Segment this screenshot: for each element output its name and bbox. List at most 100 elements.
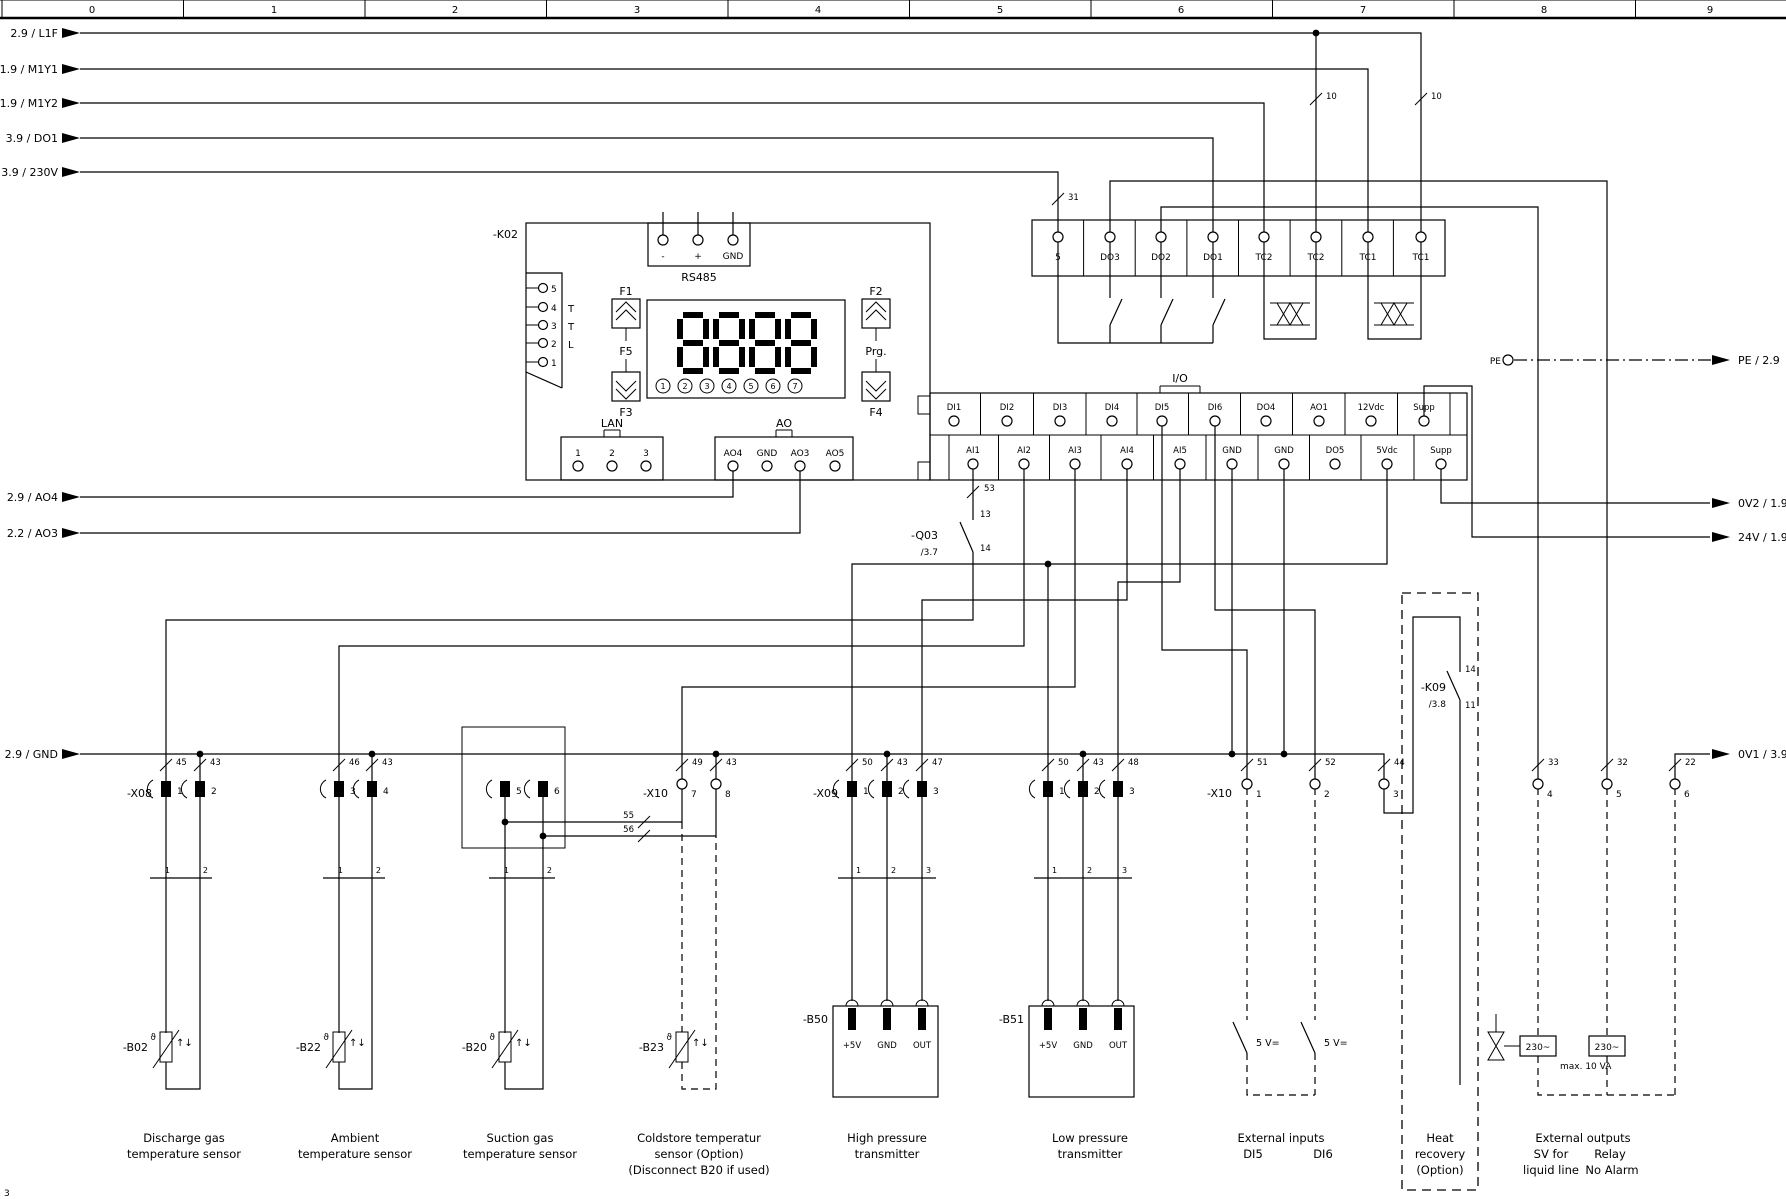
field-terminals: -X08 1 2 3 4 5 6 -X10 7 8 -X09 1 2 3 1 2 [127, 726, 1690, 849]
wire-number: 49 [692, 758, 703, 768]
display-status-leds: 1 2 3 4 5 6 7 [655, 378, 803, 394]
terminal-number: 8 [725, 790, 731, 800]
connector-letter: T [567, 322, 575, 333]
io-terminal-label: DO5 [1326, 446, 1345, 456]
io-terminal-label: AI3 [1068, 446, 1082, 456]
button-f4 [861, 371, 891, 402]
ref-label: 0V1 / 3.9 [1738, 748, 1786, 761]
wire-number: 31 [1068, 193, 1079, 203]
caption-line: Coldstore temperatur [637, 1131, 761, 1145]
rs485-port: - + GND RS485 [647, 212, 751, 284]
external-outputs: 230~ 230~ max. 10 VA [1487, 1031, 1626, 1072]
io-terminal-label: DI5 [1155, 403, 1169, 413]
caption-line: sensor (Option) [654, 1147, 743, 1161]
terminal-strip-b51: 1 2 3 [1028, 779, 1135, 799]
theta-symbol: ϑ [150, 1033, 156, 1043]
plug-pin: 3 [926, 866, 931, 875]
wire-number: 44 [1394, 758, 1405, 768]
terminal-number: 1 [1059, 787, 1065, 797]
transmitter-pin-label: GND [1073, 1041, 1093, 1051]
caption-line: SV for [1534, 1147, 1569, 1161]
wire-number: 43 [1093, 758, 1104, 768]
caption-line: (Disconnect B20 if used) [628, 1163, 769, 1177]
connector-pin: 1 [551, 359, 557, 369]
strip-label: -X08 [127, 787, 152, 800]
connector-letter: T [567, 304, 575, 315]
pe-terminal-label: PE [1490, 357, 1501, 367]
theta-symbol: ϑ [666, 1033, 672, 1043]
contact-pin: 14 [1465, 665, 1476, 675]
sensor-b22: 1 2 -B22 ϑ ↑↓ [296, 866, 381, 1069]
terminal-strip-x10-external: -X10 1 2 3 [1207, 778, 1399, 800]
wire-number: 43 [382, 758, 393, 768]
relay-terminal-label: TC2 [1255, 253, 1273, 263]
io-terminal-label: DO4 [1257, 403, 1276, 413]
plug-pin: 2 [376, 866, 381, 875]
ref-label: 1.9 / M1Y2 [0, 97, 58, 110]
terminal-number: 4 [383, 787, 389, 797]
ref-label: 3.9 / DO1 [6, 132, 58, 145]
updown-arrows: ↑↓ [515, 1038, 532, 1049]
terminal-number: 6 [554, 787, 560, 797]
ref-label: 3.9 / 230V [1, 166, 58, 179]
transmitter-b51: 1 2 3 -B51 +5V GND OUT [999, 866, 1135, 1098]
ruler-number: 9 [1707, 5, 1713, 16]
io-terminal-label: AI2 [1017, 446, 1031, 456]
wire-number: 32 [1617, 758, 1628, 768]
plug-pin: 2 [203, 866, 208, 875]
wire-number: 43 [210, 758, 221, 768]
led-number: 1 [660, 382, 665, 391]
wire-number: 22 [1685, 758, 1696, 768]
contact-pin: 13 [980, 510, 991, 520]
strip-label: -X09 [813, 787, 838, 800]
io-terminal-label: GND [1222, 446, 1242, 456]
transmitter-label: -B51 [999, 1013, 1024, 1026]
switch-voltage-label: 5 V= [1256, 1038, 1280, 1049]
plug-pin: 1 [504, 866, 509, 875]
transmitter-pin-label: GND [877, 1041, 897, 1051]
ao-title: AO [776, 417, 792, 430]
terminal-number: 2 [211, 787, 217, 797]
transmitter-pin-label: +5V [843, 1041, 862, 1051]
theta-symbol: ϑ [323, 1033, 329, 1043]
io-terminal-label: 12Vdc [1358, 403, 1385, 413]
led-number: 4 [726, 382, 731, 391]
io-terminal-label: DI1 [947, 403, 961, 413]
rs485-terminal-label: GND [723, 252, 744, 262]
caption-line: Suction gas [487, 1131, 554, 1145]
io-terminal-label: DI4 [1105, 403, 1119, 413]
lan-terminal-label: 2 [609, 449, 615, 459]
ruler-number: 4 [815, 5, 821, 16]
terminal-number: 4 [1547, 790, 1553, 800]
updown-arrows: ↑↓ [692, 1038, 709, 1049]
strip-label: -X10 [1207, 787, 1232, 800]
caption-line: External inputs [1238, 1131, 1325, 1145]
terminal-number: 3 [350, 787, 356, 797]
plug-pin: 1 [165, 866, 170, 875]
caption-line: DI6 [1313, 1147, 1333, 1161]
solenoid-valve-symbol [1487, 1031, 1505, 1061]
wire-number: 50 [862, 758, 873, 768]
caption-line: DI5 [1243, 1147, 1263, 1161]
page-footer: 3 [4, 1189, 10, 1199]
button-f3-label: F3 [619, 406, 632, 419]
terminal-number: 1 [177, 787, 183, 797]
load-voltage-label: 230~ [1526, 1043, 1551, 1053]
wiring-solid [80, 32, 1710, 1090]
reference-arrows-right: PE PE / 2.9 0V2 / 1.9 24V / 1.9 0V1 / 3.… [1490, 354, 1786, 761]
relay-terminal-label: TC1 [1359, 253, 1377, 263]
pe-terminal [1502, 354, 1514, 366]
button-f1-label: F1 [619, 285, 632, 298]
terminal-number: 2 [898, 787, 904, 797]
button-column-left: F1 F5 F3 [611, 285, 641, 419]
wire-number: 56 [623, 825, 634, 835]
wire-number: 45 [176, 758, 187, 768]
ao-terminal-label: GND [757, 449, 778, 459]
caption-line: Relay [1594, 1147, 1626, 1161]
io-terminal-label: AO1 [1310, 403, 1328, 413]
relay-terminal-label: 5 [1055, 253, 1061, 263]
contact-pin: 14 [980, 544, 991, 554]
ref-label: 2.9 / GND [5, 748, 58, 761]
lan-terminal-label: 1 [575, 449, 581, 459]
ref-label: 1.9 / M1Y1 [0, 63, 58, 76]
